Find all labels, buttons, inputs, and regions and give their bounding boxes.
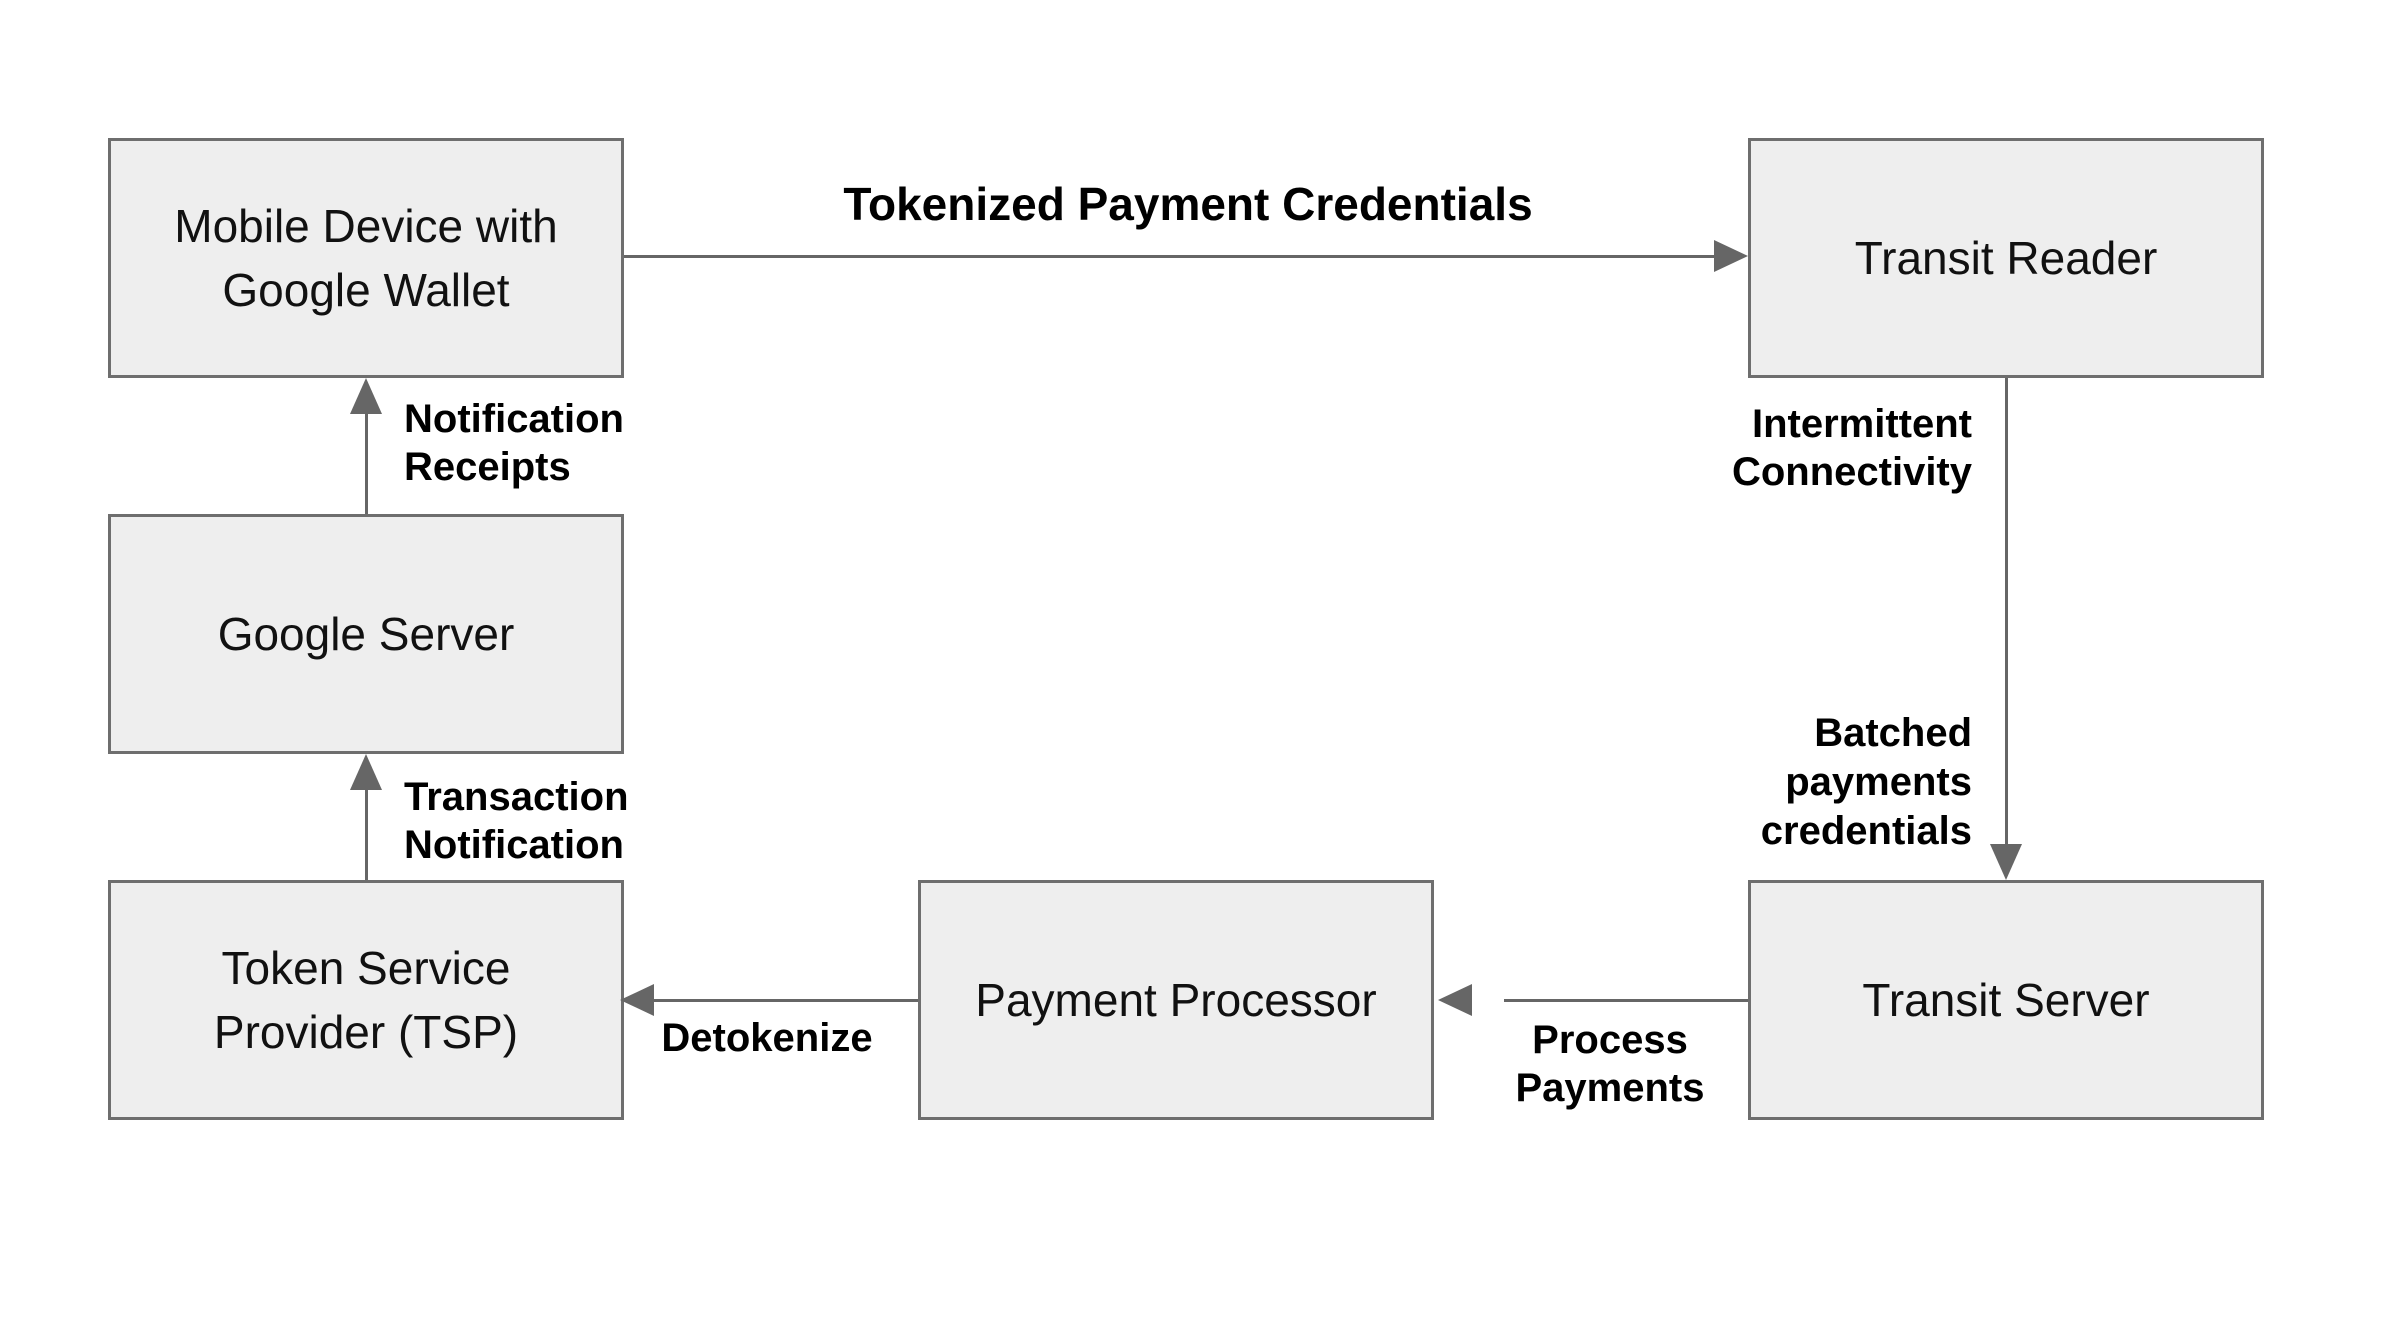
edge-reader-to-server-line: [2005, 378, 2008, 844]
edge-label-notification-receipts: Notification Receipts: [404, 397, 624, 489]
edge-detokenize-line: [654, 999, 918, 1002]
node-payment-processor: Payment Processor: [918, 880, 1434, 1120]
edge-transaction-notification-line: [365, 790, 368, 880]
arrowhead-right-icon: [1714, 240, 1748, 272]
edge-label-process-payments: Process Payments: [1515, 1018, 1705, 1110]
edge-notification-receipts-line: [365, 414, 368, 514]
arrowhead-up-icon: [350, 754, 382, 790]
arrowhead-left-icon: [1438, 984, 1472, 1016]
edge-tokenized-payment-line: [624, 255, 1716, 258]
arrowhead-up-icon: [350, 378, 382, 414]
node-transit-server: Transit Server: [1748, 880, 2264, 1120]
arrowhead-down-icon: [1990, 844, 2022, 880]
node-token-service-provider: Token Service Provider (TSP): [108, 880, 624, 1120]
node-mobile-device-google-wallet: Mobile Device with Google Wallet: [108, 138, 624, 378]
edge-process-payments-line: [1504, 999, 1748, 1002]
edge-label-batched-payments-credentials: Batched payments credentials: [1760, 711, 1972, 853]
edge-label-intermittent-connectivity: Intermittent Connectivity: [1731, 402, 1972, 494]
arrowhead-left-icon: [620, 984, 654, 1016]
edge-label-tokenized-payment-credentials: Tokenized Payment Credentials: [843, 178, 1533, 230]
node-transit-reader: Transit Reader: [1748, 138, 2264, 378]
edge-label-detokenize: Detokenize: [661, 1016, 873, 1060]
node-google-server: Google Server: [108, 514, 624, 754]
edge-label-transaction-notification: Transaction Notification: [404, 775, 629, 867]
